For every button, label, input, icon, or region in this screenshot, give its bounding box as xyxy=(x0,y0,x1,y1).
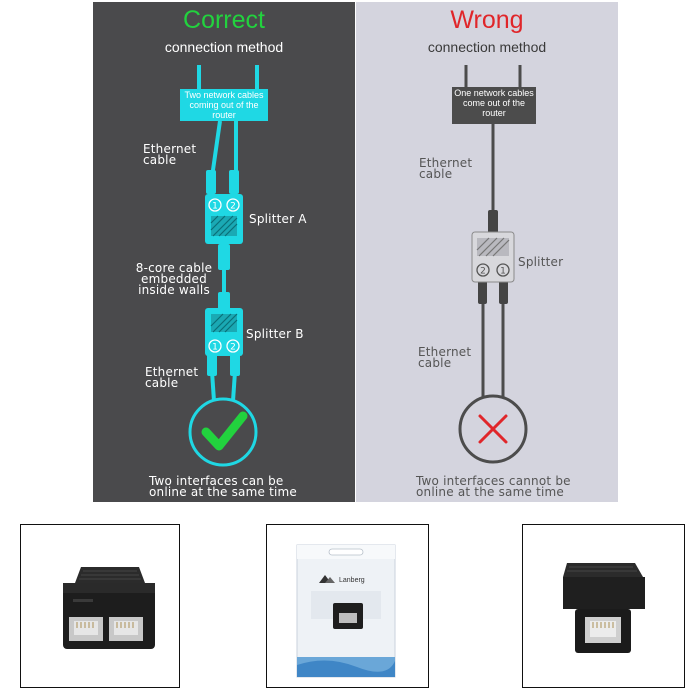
wrong-splitter-port-2: 2 xyxy=(480,267,486,277)
wrong-panel: Wrong connection method xyxy=(356,2,618,502)
correct-title: Correct xyxy=(183,6,265,34)
correct-ethernet-bottom-label: Ethernet cable xyxy=(145,365,199,390)
wrong-splitter-label: Splitter xyxy=(518,255,564,269)
splitter-b-port-1: 1 xyxy=(212,343,218,353)
package-brand-text: Lanberg xyxy=(339,577,365,584)
splitter-a-port-1: 1 xyxy=(212,202,218,212)
wrong-splitter-port-1: 1 xyxy=(500,267,506,277)
splitter-b-label: Splitter B xyxy=(246,327,304,341)
product-photo-back xyxy=(522,524,685,688)
check-icon xyxy=(188,397,258,467)
splitter-a-port-2: 2 xyxy=(230,202,236,212)
splitter-b-shape: 1 2 xyxy=(205,308,243,356)
correct-wiring-diagram: 1 2 1 2 xyxy=(188,65,259,467)
product-photo-front xyxy=(20,524,180,688)
cross-icon xyxy=(458,394,528,464)
splitter-a-label: Splitter A xyxy=(249,212,307,226)
correct-router-box: Two network cables coming out of the rou… xyxy=(180,89,268,121)
wrong-result-text: Two interfaces cannot be online at the s… xyxy=(416,474,571,499)
correct-result-text: Two interfaces can be online at the same… xyxy=(149,474,298,499)
wrong-ethernet-top-label: Ethernet cable xyxy=(419,156,473,181)
product-photo-package: Lanberg xyxy=(266,524,429,688)
splitter-a-shape: 1 2 xyxy=(205,194,243,244)
splitter-front-image xyxy=(63,567,155,649)
wrong-title: Wrong xyxy=(450,6,524,34)
correct-panel: Correct connection method xyxy=(93,2,355,502)
embedded-cable-label: 8-core cable embedded inside walls xyxy=(135,261,213,297)
wrong-router-box: One network cables come out of the route… xyxy=(452,87,536,124)
wrong-subtitle: connection method xyxy=(427,39,547,55)
wrong-ethernet-bottom-label: Ethernet cable xyxy=(418,345,472,370)
splitter-back-image xyxy=(563,563,645,653)
splitter-package-image xyxy=(296,544,396,678)
correct-ethernet-top-label: Ethernet cable xyxy=(143,142,197,167)
wrong-wiring-diagram: 2 1 xyxy=(458,65,528,464)
splitter-b-port-2: 2 xyxy=(230,343,236,353)
correct-subtitle: connection method xyxy=(164,39,284,55)
wrong-splitter-shape: 2 1 xyxy=(471,231,515,283)
